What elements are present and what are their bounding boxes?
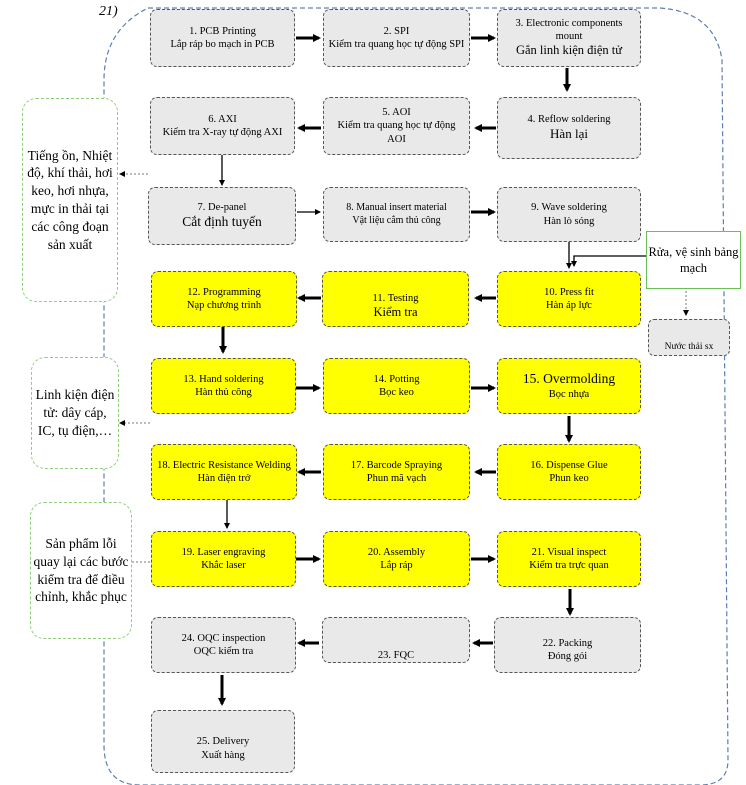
step-8: 8. Manual insert material Vật liệu cắm t… xyxy=(323,187,470,242)
step-8-title: 8. Manual insert material xyxy=(346,202,447,213)
step-9-title: 9. Wave soldering xyxy=(531,202,607,214)
step-12: 12. Programming Nạp chương trình xyxy=(151,271,297,327)
step-19: 19. Laser engraving Khắc laser xyxy=(151,531,296,587)
step-6-title: 6. AXI xyxy=(208,113,237,125)
step-11-subtitle: Kiểm tra xyxy=(373,304,418,319)
step-21-subtitle: Kiểm tra trực quan xyxy=(529,560,609,571)
step-21-title: 21. Visual inspect xyxy=(531,546,607,558)
step-4: 4. Reflow soldering Hàn lại xyxy=(497,97,641,159)
waste-water-box: Nước thải sx xyxy=(648,319,730,356)
note-emissions: Tiếng ồn, Nhiệt độ, khí thải, hơi keo, h… xyxy=(22,98,118,302)
step-1: 1. PCB Printing Lắp ráp bo mạch in PCB xyxy=(150,9,295,67)
step-25-title: 25. Delivery xyxy=(196,736,250,748)
step-22-title: 22. Packing xyxy=(542,637,593,649)
step-15-title: 15. Overmolding xyxy=(522,371,616,386)
step-5-title: 5. AOI xyxy=(382,107,411,119)
arrow-rinse xyxy=(571,255,646,267)
step-5: 5. AOI Kiểm tra quang học tự động AOI xyxy=(323,97,470,155)
step-11: 11. Testing Kiểm tra xyxy=(322,271,469,327)
thin-arrows xyxy=(219,155,646,529)
note-defects-text: Sản phẩm lỗi quay lại các bước kiểm tra … xyxy=(33,535,129,605)
flow-arrows xyxy=(218,34,574,706)
note-defects: Sản phẩm lỗi quay lại các bước kiểm tra … xyxy=(30,502,132,639)
step-2: 2. SPI Kiểm tra quang học tự động SPI xyxy=(323,9,470,67)
step-16-title: 16. Dispense Glue xyxy=(530,459,608,471)
step-20: 20. Assembly Lắp ráp xyxy=(323,531,470,587)
step-23-title: 23. FQC xyxy=(377,649,415,661)
rinse-box-text: Rửa, vệ sinh bảng mạch xyxy=(648,244,739,275)
step-14-subtitle: Bọc keo xyxy=(379,387,414,398)
step-10-subtitle: Hàn áp lực xyxy=(546,300,592,311)
step-1-title: 1. PCB Printing xyxy=(189,25,256,37)
step-12-subtitle: Nạp chương trình xyxy=(186,300,262,311)
figure-label: 21) xyxy=(99,4,118,19)
step-6-subtitle: Kiểm tra X-ray tự động AXI xyxy=(162,127,283,138)
step-22-subtitle: Đóng gói xyxy=(547,651,588,662)
step-25-subtitle: Xuất hàng xyxy=(201,749,245,761)
step-16-subtitle: Phun keo xyxy=(549,473,589,484)
step-3: 3. Electronic components mount Gắn linh … xyxy=(497,9,641,67)
step-4-subtitle: Hàn lại xyxy=(550,126,588,142)
step-16: 16. Dispense Glue Phun keo xyxy=(497,444,641,500)
rinse-box: Rửa, vệ sinh bảng mạch xyxy=(646,231,741,289)
step-18-subtitle: Hàn điện trở xyxy=(197,473,251,484)
step-6: 6. AXI Kiểm tra X-ray tự động AXI xyxy=(150,97,295,155)
step-17: 17. Barcode Spraying Phun mã vạch xyxy=(323,444,470,500)
step-7-subtitle: Cắt định tuyến xyxy=(182,214,262,230)
step-4-title: 4. Reflow soldering xyxy=(527,114,611,126)
step-24-title: 24. OQC inspection xyxy=(181,632,266,644)
step-3-subtitle: Gắn linh kiện điện tử xyxy=(515,43,623,58)
note-components: Linh kiện điện tử: dây cáp, IC, tụ điện,… xyxy=(31,357,119,469)
dotted-arrows xyxy=(119,171,689,565)
step-10: 10. Press fit Hàn áp lực xyxy=(497,271,641,327)
step-14: 14. Potting Bọc keo xyxy=(323,358,470,414)
step-22: 22. Packing Đóng gói xyxy=(494,617,641,673)
step-13-title: 13. Hand soldering xyxy=(183,373,264,385)
step-2-subtitle: Kiểm tra quang học tự động SPI xyxy=(328,39,465,50)
step-24: 24. OQC inspection OQC kiểm tra xyxy=(151,617,296,673)
note-components-text: Linh kiện điện tử: dây cáp, IC, tụ điện,… xyxy=(35,387,115,438)
waste-water-text: Nước thải sx xyxy=(664,342,714,352)
step-7-title: 7. De-panel xyxy=(197,202,247,213)
step-15-subtitle: Bọc nhựa xyxy=(548,388,590,400)
step-19-subtitle: Khắc laser xyxy=(201,560,246,571)
step-10-title: 10. Press fit xyxy=(544,286,594,298)
step-9-subtitle: Hàn lò sóng xyxy=(543,215,595,227)
process-frame xyxy=(103,7,729,785)
step-12-title: 12. Programming xyxy=(187,286,261,298)
step-13: 13. Hand soldering Hàn thủ công xyxy=(151,358,296,414)
step-17-subtitle: Phun mã vạch xyxy=(366,473,427,484)
step-2-title: 2. SPI xyxy=(383,25,410,37)
step-20-subtitle: Lắp ráp xyxy=(380,560,413,571)
step-20-title: 20. Assembly xyxy=(367,546,426,558)
step-18-title: 18. Electric Resistance Welding xyxy=(157,459,291,471)
step-24-subtitle: OQC kiểm tra xyxy=(193,646,254,657)
step-11-title: 11. Testing xyxy=(372,292,419,304)
step-13-subtitle: Hàn thủ công xyxy=(195,387,252,398)
step-9: 9. Wave soldering Hàn lò sóng xyxy=(497,187,641,242)
step-23: 23. FQC xyxy=(322,617,470,663)
step-7: 7. De-panel Cắt định tuyến xyxy=(148,187,296,245)
step-5-subtitle: Kiểm tra quang học tự động AOI xyxy=(337,120,456,145)
note-emissions-text: Tiếng ồn, Nhiệt độ, khí thải, hơi keo, h… xyxy=(27,147,113,252)
step-19-title: 19. Laser engraving xyxy=(181,546,266,558)
step-1-subtitle: Lắp ráp bo mạch in PCB xyxy=(170,39,275,50)
step-18: 18. Electric Resistance Welding Hàn điện… xyxy=(151,444,297,500)
step-25: 25. Delivery Xuất hàng xyxy=(151,710,295,773)
step-14-title: 14. Potting xyxy=(373,373,420,385)
step-8-subtitle: Vật liệu cắm thủ công xyxy=(352,214,441,226)
step-3-title: 3. Electronic components mount xyxy=(515,18,623,43)
step-17-title: 17. Barcode Spraying xyxy=(350,459,443,471)
step-21: 21. Visual inspect Kiểm tra trực quan xyxy=(497,531,641,587)
step-15: 15. Overmolding Bọc nhựa xyxy=(497,358,641,414)
